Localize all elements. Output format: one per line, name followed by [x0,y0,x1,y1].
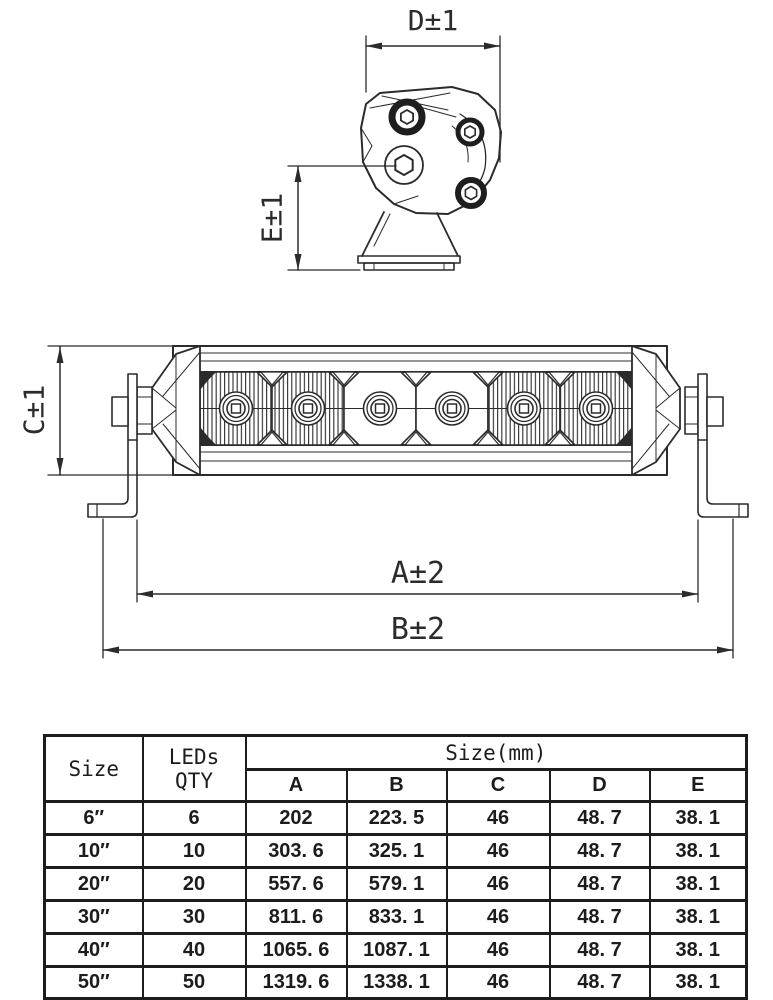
cell-a: 202 [244,800,348,836]
dimension-b: B±2 [102,518,734,659]
cell-d: 48. 7 [548,833,651,869]
col-header-d: D [548,768,651,803]
cell-size: 20″ [43,866,144,902]
cell-b: 325. 1 [345,833,448,869]
led-lens-array [199,371,633,446]
cell-b: 833. 1 [345,899,448,935]
cell-a: 1065. 6 [244,932,348,968]
col-header-b: B [345,768,448,803]
cell-c: 46 [445,866,551,902]
cell-a: 557. 6 [244,866,348,902]
cell-size: 50″ [43,965,144,1000]
cell-c: 46 [445,932,551,968]
cell-a: 1319. 6 [244,965,348,1000]
dimension-a: A±2 [136,519,699,603]
cell-qty: 6 [141,800,247,836]
dimension-b-label: B±2 [391,612,445,647]
dimension-c: C±1 [18,345,179,476]
front-view-drawing: C±1 [18,345,749,659]
cell-qty: 20 [141,866,247,902]
side-view-pedestal [357,211,461,271]
table-row: 6″ 6 202 223. 5 46 48. 7 38. 1 [43,800,748,836]
dimension-e-label: E±1 [256,193,289,244]
side-hardware-right [684,373,724,441]
cell-e: 38. 1 [648,866,748,902]
col-header-e: E [648,768,748,803]
table-row: 20″ 20 557. 6 579. 1 46 48. 7 38. 1 [43,866,748,902]
cell-size: 6″ [43,800,144,836]
cell-b: 223. 5 [345,800,448,836]
cell-b: 1087. 1 [345,932,448,968]
cell-size: 10″ [43,833,144,869]
cell-d: 48. 7 [548,899,651,935]
col-header-size-mm: Size(mm) [244,734,748,771]
dimension-d: D±1 [365,4,501,163]
led-emitter [290,391,326,426]
cell-e: 38. 1 [648,965,748,1000]
side-view-drawing: D±1 [256,4,502,271]
side-bolt-left [111,396,129,427]
led-emitter [362,391,398,426]
cell-qty: 40 [141,932,247,968]
cell-d: 48. 7 [548,965,651,1000]
dimension-drawing-canvas: D±1 [18,4,749,659]
table-row: 50″ 50 1319. 6 1338. 1 46 48. 7 38. 1 [43,965,748,1000]
cell-c: 46 [445,899,551,935]
side-bolt-right [706,396,724,427]
table-row: 10″ 10 303. 6 325. 1 46 48. 7 38. 1 [43,833,748,869]
table-row: 40″ 40 1065. 6 1087. 1 46 48. 7 38. 1 [43,932,748,968]
cell-size: 30″ [43,899,144,935]
side-hardware-left [111,373,153,441]
cell-e: 38. 1 [648,899,748,935]
cell-size: 40″ [43,932,144,968]
size-spec-table: Size LEDs QTY Size(mm) A B C D E 6″ 6 20… [43,734,749,1000]
dimension-c-label: C±1 [18,385,51,436]
dimension-a-label: A±2 [391,556,445,591]
end-cap-right [631,345,681,476]
col-header-a: A [244,768,348,803]
cell-d: 48. 7 [548,800,651,836]
cell-e: 38. 1 [648,833,748,869]
end-cap-left [151,345,201,476]
mounting-bracket-left [87,439,138,518]
cell-e: 38. 1 [648,800,748,836]
side-view-bolts [384,98,487,209]
col-header-size: Size [43,734,144,803]
cell-d: 48. 7 [548,866,651,902]
col-header-c: C [445,768,551,803]
mounting-bracket-right [697,439,749,518]
center-pivot-hole [384,145,424,185]
cell-b: 579. 1 [345,866,448,902]
led-emitter [506,391,542,426]
dimension-e: E±1 [256,165,397,271]
led-emitter [218,391,254,426]
cell-a: 811. 6 [244,899,348,935]
led-emitter [578,391,614,426]
cell-qty: 30 [141,899,247,935]
dimension-d-label: D±1 [408,4,459,37]
cell-c: 46 [445,965,551,1000]
col-header-leds-qty: LEDs QTY [141,734,247,803]
cell-qty: 10 [141,833,247,869]
cell-a: 303. 6 [244,833,348,869]
cell-qty: 50 [141,965,247,1000]
cell-d: 48. 7 [548,932,651,968]
led-emitter [434,391,470,426]
table-row: 30″ 30 811. 6 833. 1 46 48. 7 38. 1 [43,899,748,935]
cell-c: 46 [445,833,551,869]
cell-e: 38. 1 [648,932,748,968]
cell-b: 1338. 1 [345,965,448,1000]
cell-c: 46 [445,800,551,836]
